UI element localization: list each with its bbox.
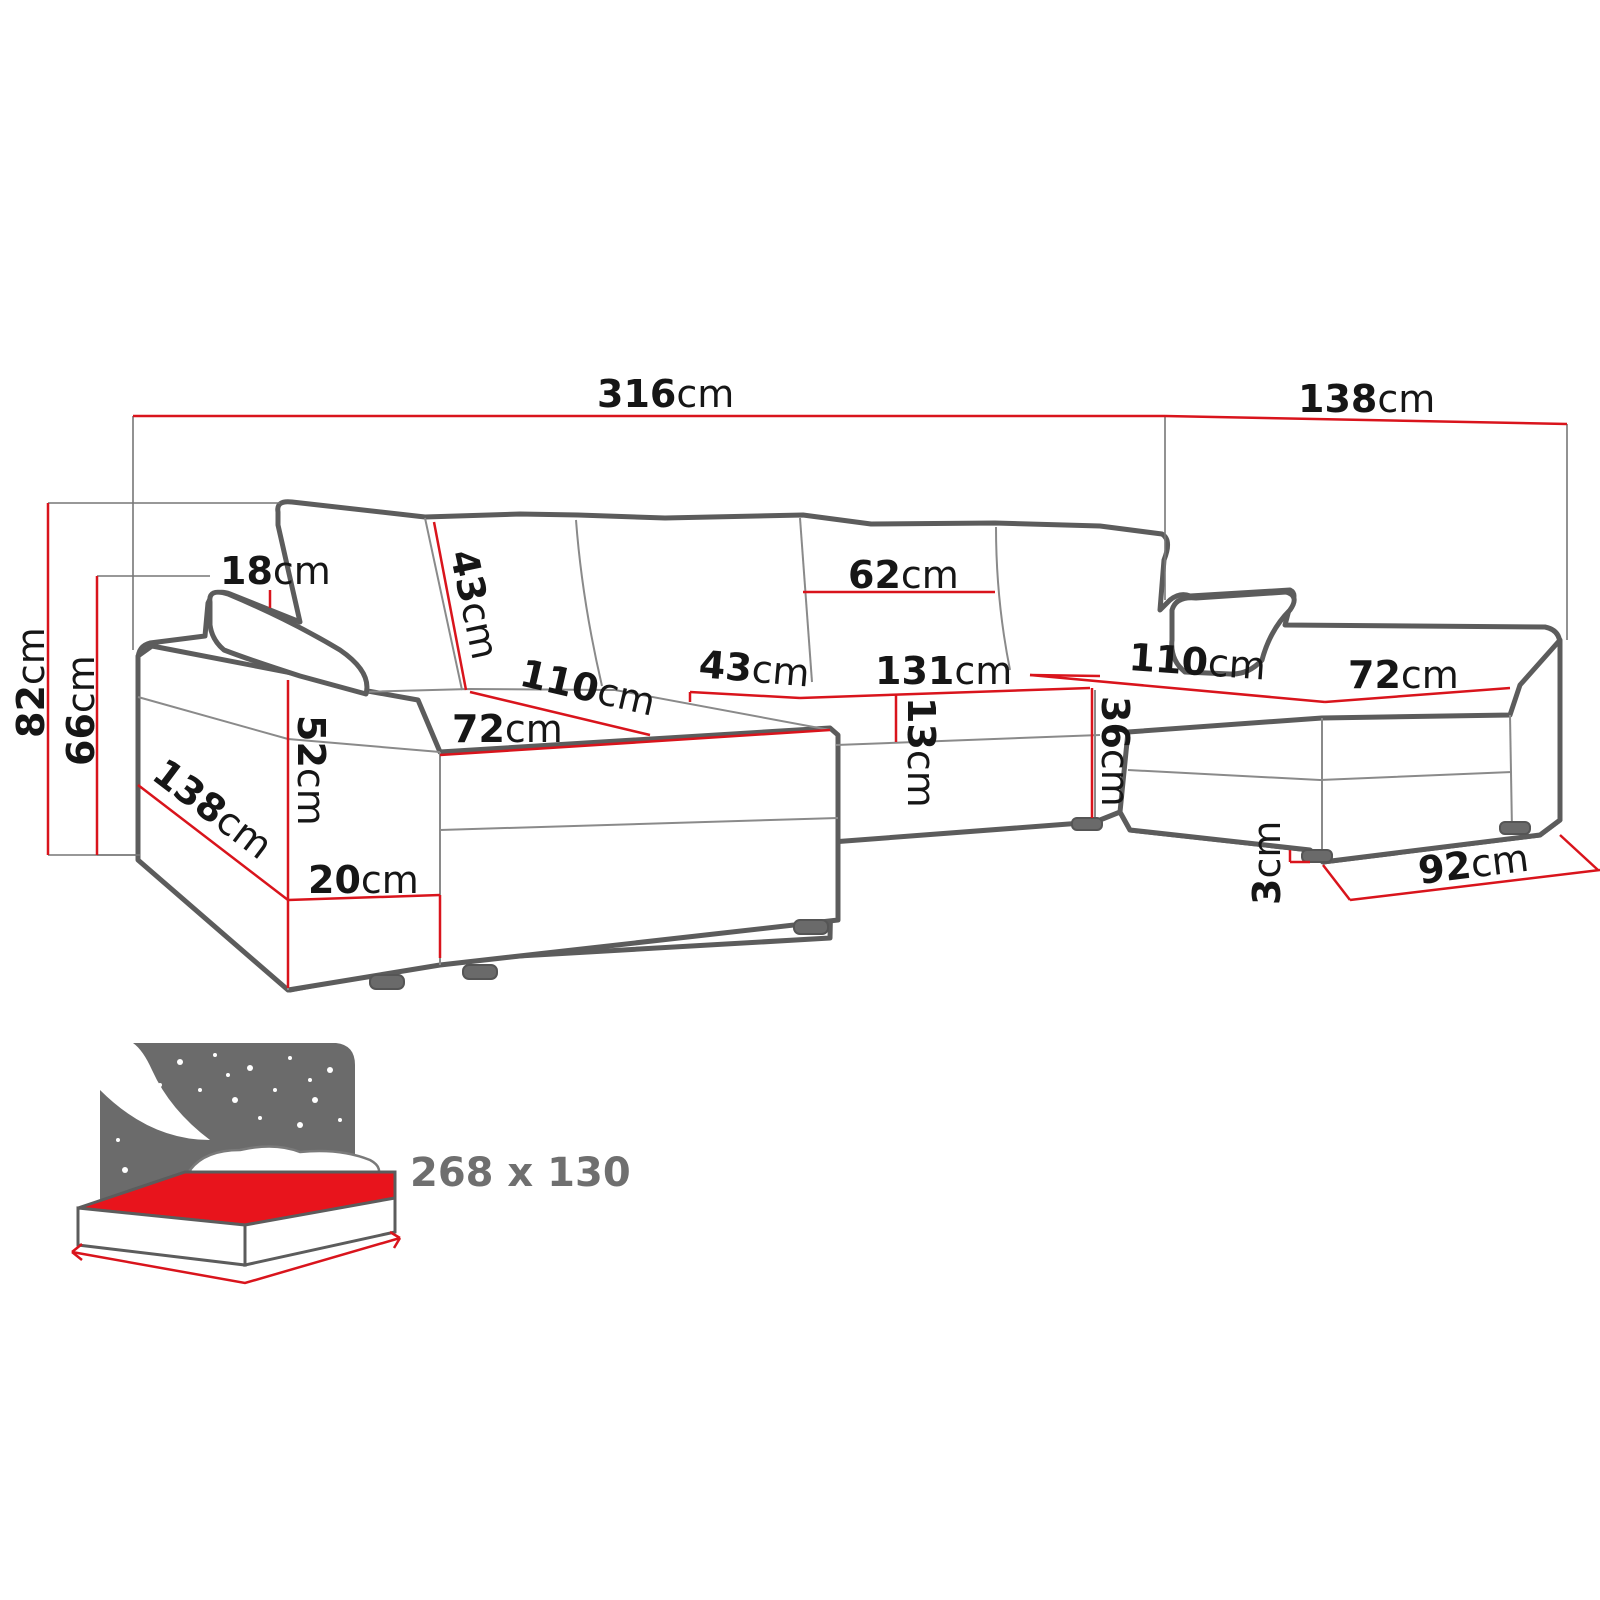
dim-line-72-right [1324, 686, 1511, 704]
right-armrest-pillow [1169, 589, 1297, 677]
dim-line-43-seat [689, 690, 801, 700]
sleeping-area-label: 268 x 130 [410, 1150, 631, 1196]
dim-line-110-left [469, 690, 651, 737]
left-seat-top [359, 687, 831, 731]
sofa-outline [135, 499, 1563, 993]
extension-lines [48, 416, 1568, 858]
bed-length-arrow [71, 1236, 401, 1285]
leg [793, 919, 829, 935]
label-back-cushion-width: 62cm [848, 553, 959, 597]
dim-line-110-right2 [1029, 673, 1101, 678]
dim-line-92 [1349, 868, 1600, 902]
label-middle-seat-height: 36cm [1093, 696, 1137, 807]
leg [1071, 817, 1103, 831]
leg [462, 964, 498, 980]
leg [1499, 821, 1531, 835]
label-right-depth: 138cm [1298, 377, 1435, 421]
label-armrest-width: 18cm [220, 549, 331, 593]
dim-line-92c [1559, 834, 1599, 871]
label-backrest-depth: 43cm [697, 642, 811, 695]
dim-line-138-left [137, 784, 289, 901]
dim-line-138-top [1164, 414, 1568, 426]
leg [369, 974, 405, 990]
dim-line-92b [1322, 864, 1351, 901]
label-leg-height: 3cm [1245, 821, 1289, 905]
label-middle-seat-width: 131cm [875, 649, 1012, 693]
label-armrest-height: 66cm [59, 655, 103, 766]
leg [1301, 849, 1333, 863]
label-middle-seat-thickness: 13cm [899, 697, 943, 808]
dim-line-110-right [1029, 673, 1326, 704]
sleeping-function-icon: 268 x 130 [71, 1043, 631, 1285]
stars [116, 1053, 342, 1173]
label-total-width: 316cm [597, 372, 734, 416]
left-armrest-pillow [207, 589, 370, 697]
dimension-labels: 316cm 138cm 82cm 66cm 18cm 43cm 62cm 110… [9, 372, 1531, 905]
dim-line-43-back [432, 521, 468, 691]
dim-line-20 [287, 893, 441, 902]
mattress-front [243, 1196, 397, 1267]
label-left-seat-thickness: 20cm [308, 858, 419, 902]
label-left-seat-width: 72cm [452, 707, 563, 751]
label-right-seat-width: 72cm [1348, 653, 1459, 697]
label-total-height: 82cm [9, 627, 53, 738]
dim-line-72-left [439, 728, 831, 757]
right-chaise [1117, 637, 1563, 865]
dim-line-131 [799, 686, 1091, 700]
label-front-width: 92cm [1416, 836, 1531, 893]
dimension-lines [46, 414, 1600, 988]
label-left-armrest-side: 52cm [289, 715, 333, 826]
label-right-seat-depth: 110cm [1127, 635, 1267, 688]
